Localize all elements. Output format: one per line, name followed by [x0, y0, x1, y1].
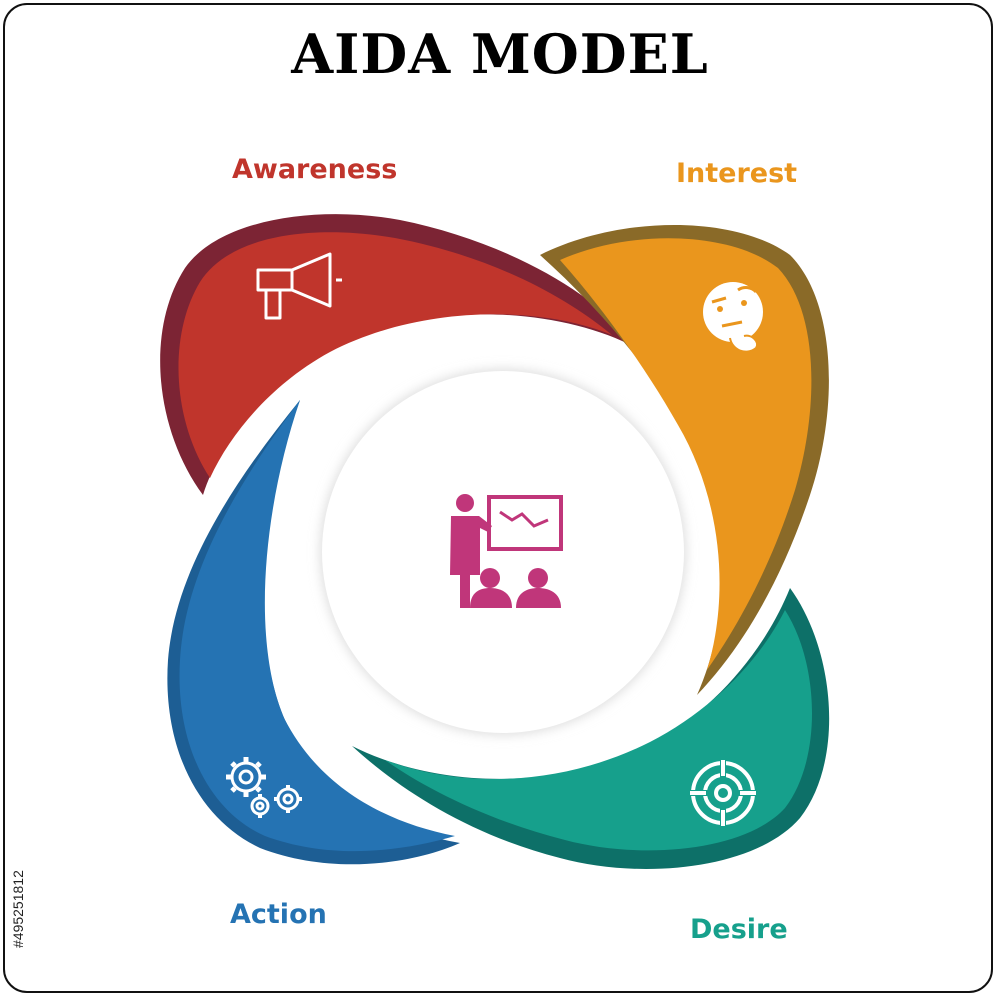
label-interest: Interest	[676, 158, 798, 189]
presentation-icon	[450, 494, 563, 608]
watermark-id-text: #495251812	[10, 870, 26, 948]
watermark-id: #495251812	[8, 768, 28, 948]
label-desire: Desire	[690, 914, 788, 945]
gears-icon	[226, 757, 302, 818]
diagram-title: AIDA MODEL	[291, 22, 709, 86]
target-icon	[687, 757, 759, 829]
thinking-face-icon	[703, 282, 763, 353]
petal-action	[167, 400, 460, 865]
label-awareness: Awareness	[232, 154, 398, 185]
megaphone-icon	[256, 252, 342, 320]
center-circle	[321, 370, 685, 734]
petal-awareness	[160, 214, 640, 496]
label-action: Action	[230, 899, 327, 930]
